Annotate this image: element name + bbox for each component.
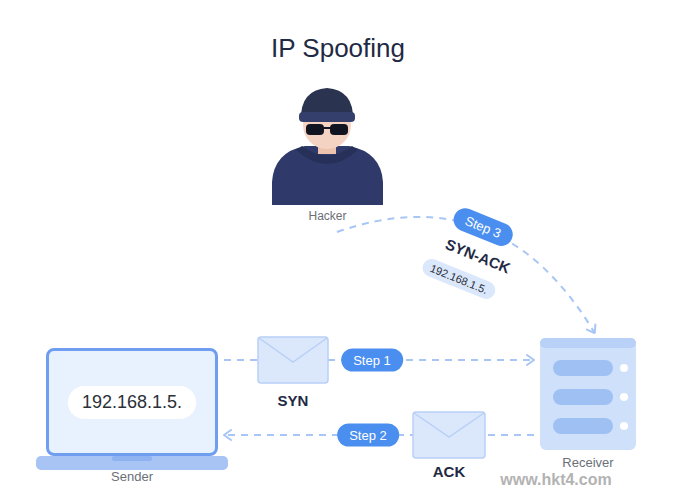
dashed-connector bbox=[337, 217, 595, 333]
ip-address: 192.168.1.5. bbox=[68, 386, 196, 419]
envelope-body bbox=[413, 412, 485, 458]
laptop-deck bbox=[36, 456, 228, 470]
beanie-band bbox=[299, 112, 355, 122]
envelope-flap bbox=[259, 338, 327, 362]
server-bar bbox=[553, 389, 613, 405]
server-led bbox=[620, 393, 628, 401]
server-top bbox=[540, 338, 636, 348]
step-pill: Step 1 bbox=[341, 349, 403, 372]
glass-left bbox=[306, 124, 324, 135]
laptop-notch bbox=[112, 456, 152, 461]
node-label: Sender bbox=[111, 469, 153, 484]
envelope-body bbox=[258, 337, 328, 383]
glass-right bbox=[330, 124, 348, 135]
server-led bbox=[620, 364, 628, 372]
hacker-figure bbox=[272, 88, 383, 205]
server-bar bbox=[553, 360, 613, 376]
server-box: Receiver bbox=[540, 338, 636, 450]
envelope bbox=[258, 337, 328, 383]
server-led bbox=[620, 422, 628, 430]
laptop-screen: 192.168.1.5.Sender bbox=[46, 348, 218, 456]
message-name: ACK bbox=[433, 463, 466, 480]
envelope-flap bbox=[414, 413, 484, 437]
server-body bbox=[540, 338, 636, 450]
glass-bridge bbox=[323, 127, 331, 129]
server-bar bbox=[553, 418, 613, 434]
step-pill: Step 2 bbox=[337, 424, 399, 447]
message-name: SYN bbox=[278, 392, 309, 409]
laptop-base bbox=[36, 456, 228, 470]
diagram-title: IP Spoofing bbox=[271, 33, 405, 64]
hoodie bbox=[272, 146, 383, 205]
node-label: Receiver bbox=[562, 455, 613, 470]
figure-box: Hacker bbox=[280, 85, 375, 225]
node-label: Hacker bbox=[308, 209, 346, 223]
envelope bbox=[413, 412, 485, 458]
server-figure bbox=[540, 338, 636, 450]
watermark: www.hkt4.com bbox=[500, 471, 611, 489]
